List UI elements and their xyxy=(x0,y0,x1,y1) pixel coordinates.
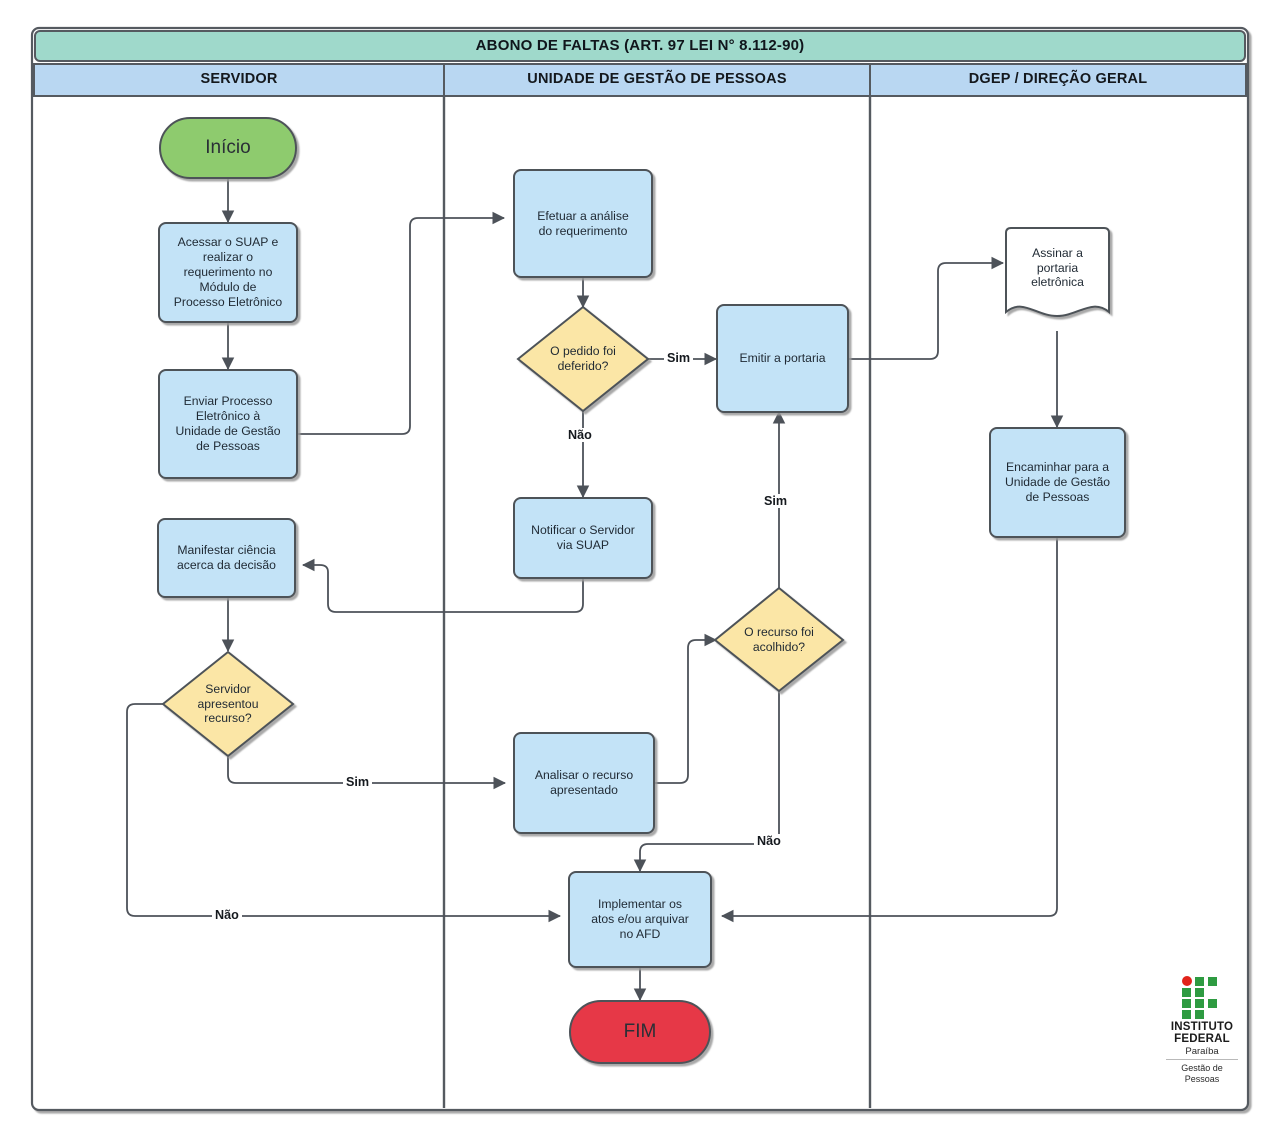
node-pedido-deferido[interactable] xyxy=(516,305,650,413)
ifpb-logo: INSTITUTO FEDERAL Paraíba Gestão de Pess… xyxy=(1152,976,1252,1084)
node-analisar-recurso[interactable] xyxy=(513,732,655,834)
node-manifestar-ciencia[interactable] xyxy=(157,518,296,598)
edge-recursodec-analisar xyxy=(227,757,507,790)
node-encaminhar-ugp[interactable] xyxy=(989,427,1126,538)
edge-label-deferido-sim: Sim xyxy=(664,351,694,365)
edge-analisar-acolhido xyxy=(655,633,718,784)
edge-notificar-manifestar xyxy=(301,558,584,613)
edge-label-recurso-nao: Não xyxy=(212,908,242,922)
node-servidor-apresentou-recurso[interactable] xyxy=(161,650,295,758)
logo-state-paraiba: Paraíba xyxy=(1166,1046,1238,1061)
logo-line-instituto: INSTITUTO xyxy=(1170,1020,1234,1033)
lane-dividers xyxy=(442,96,872,1108)
lane-headers xyxy=(33,63,1247,97)
node-fim[interactable] xyxy=(569,1000,711,1064)
node-recurso-acolhido[interactable] xyxy=(713,586,845,693)
edge-enviar-analise xyxy=(298,211,506,435)
node-enviar-processo[interactable] xyxy=(158,369,298,479)
node-acessar-suap[interactable] xyxy=(158,222,298,323)
node-efetuar-analise[interactable] xyxy=(513,169,653,278)
title-bar xyxy=(34,30,1246,62)
node-notificar-servidor[interactable] xyxy=(513,497,653,579)
node-emitir-portaria[interactable] xyxy=(716,304,849,413)
edge-label-recurso-sim: Sim xyxy=(343,775,373,789)
edge-label-acolhido-sim: Sim xyxy=(761,494,791,508)
ifpb-logo-mark-icon xyxy=(1181,976,1223,1019)
edge-encaminhar-implementar xyxy=(720,537,1058,923)
edge-label-acolhido-nao: Não xyxy=(754,834,784,848)
node-assinar-portaria[interactable] xyxy=(1005,227,1110,318)
edge-emitir-assinar xyxy=(848,256,1005,360)
node-implementar-atos[interactable] xyxy=(568,871,712,968)
edge-label-deferido-nao: Não xyxy=(565,428,595,442)
logo-unit-gestao-pessoas: Gestão de Pessoas xyxy=(1181,1063,1223,1084)
edge-recursodec-implementar xyxy=(126,703,562,923)
node-inicio[interactable] xyxy=(159,117,297,179)
logo-line-federal: FEDERAL xyxy=(1174,1033,1230,1046)
